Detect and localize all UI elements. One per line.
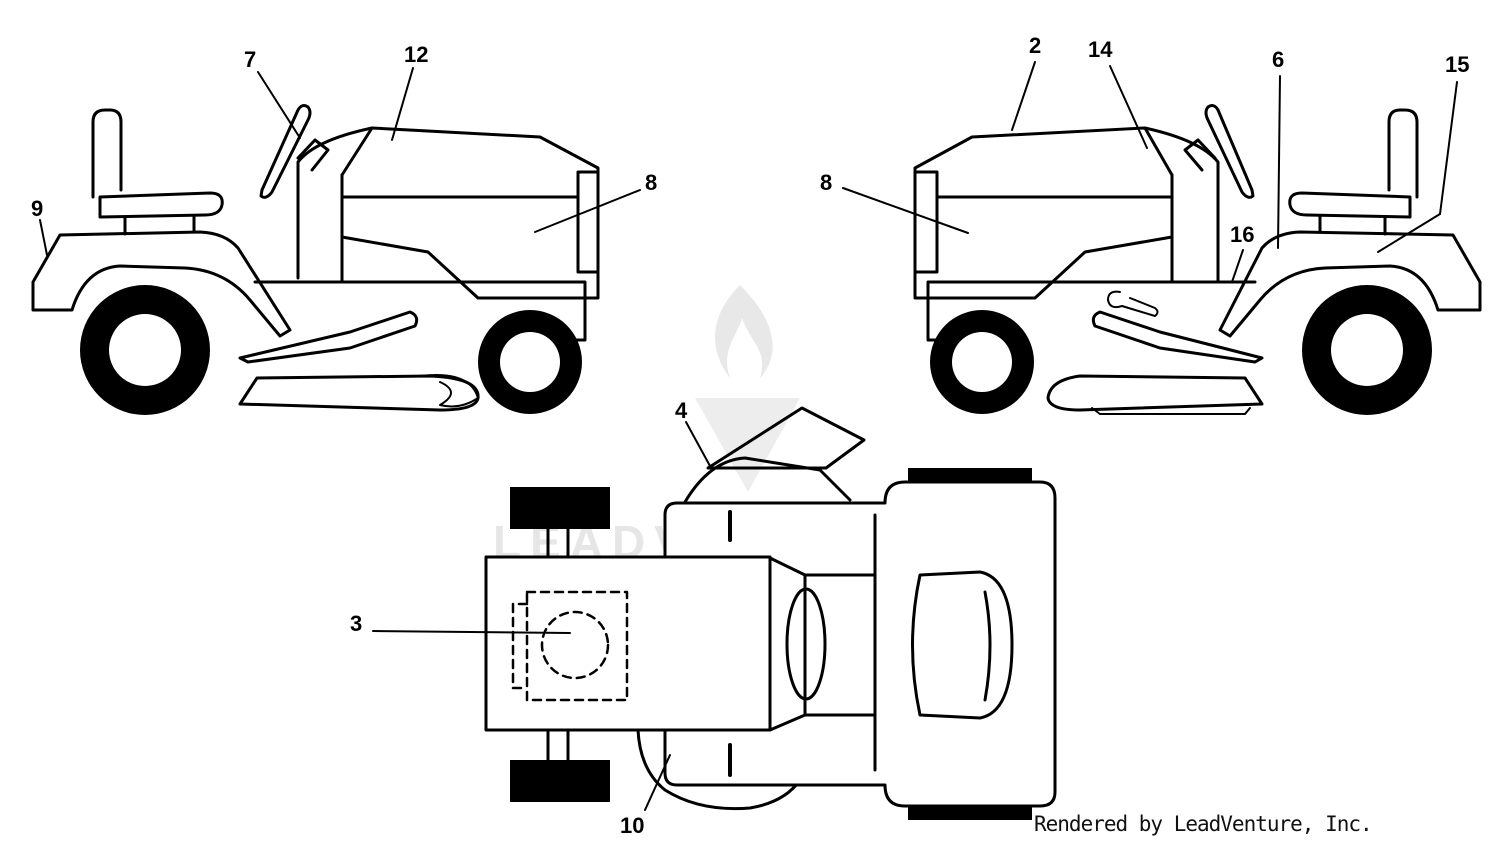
leader-12 — [391, 67, 414, 141]
front-wheel — [930, 310, 1034, 414]
callout-2: 2 — [1029, 33, 1041, 58]
label-outline-dashed — [525, 590, 629, 702]
seat-back-top — [983, 590, 992, 702]
seat-cushion — [98, 191, 224, 219]
flame-icon — [715, 285, 773, 378]
leader-10 — [644, 754, 671, 811]
leader-16 — [1231, 249, 1244, 283]
callout-12: 12 — [404, 42, 428, 67]
wheel-bottom-left — [510, 760, 610, 802]
wheel-top-right — [908, 468, 1032, 482]
front-wheel — [478, 310, 582, 414]
leader-3 — [372, 630, 571, 634]
leader-14 — [1109, 65, 1148, 149]
dash — [296, 126, 374, 280]
callout-6: 6 — [1272, 47, 1284, 72]
left-side-view — [31, 67, 641, 415]
callout-9: 9 — [31, 196, 43, 221]
callout-8-right: 8 — [820, 170, 832, 195]
steering-wheel — [259, 104, 312, 199]
mower-deck — [1046, 374, 1264, 412]
callout-8-left: 8 — [645, 170, 657, 195]
leader-8-right — [842, 187, 969, 234]
seat-top — [911, 570, 1014, 720]
discharge-chute — [706, 406, 866, 470]
leader-15-end — [1377, 213, 1441, 253]
callout-4: 4 — [675, 398, 688, 423]
v-logo-icon — [695, 398, 800, 492]
leader-8-left — [534, 189, 641, 233]
deck-bottom — [636, 728, 802, 811]
steering-wheel — [1204, 104, 1255, 199]
callout-14: 14 — [1088, 37, 1113, 62]
footrest — [238, 310, 419, 364]
deck-outline — [683, 456, 852, 504]
seat-back — [91, 108, 123, 199]
seat-back — [1387, 108, 1419, 199]
callouts: 7 12 8 9 2 14 6 15 16 8 3 4 10 — [31, 33, 1469, 838]
grille — [913, 170, 939, 274]
deck-skid — [1091, 407, 1251, 415]
wheel-bottom-right — [908, 806, 1032, 820]
leader-7 — [257, 71, 301, 139]
lift-lever — [1107, 290, 1159, 317]
hood — [340, 126, 600, 300]
rear-wheel — [80, 285, 210, 415]
deck-chute — [419, 374, 479, 408]
callout-7: 7 — [244, 47, 256, 72]
hood-top — [484, 555, 772, 732]
callout-3: 3 — [350, 611, 362, 636]
callout-16: 16 — [1230, 222, 1254, 247]
wheel-top-left — [510, 487, 610, 529]
rear-wheel — [1302, 285, 1432, 415]
right-side-view — [842, 61, 1482, 415]
rear-fender — [31, 230, 292, 338]
top-view — [372, 406, 1057, 820]
leader-9 — [39, 219, 48, 256]
label-outline-dashed — [511, 602, 529, 690]
callout-15: 15 — [1445, 52, 1469, 77]
leader-2 — [1011, 61, 1036, 131]
leader-6 — [1277, 75, 1281, 249]
leader-15 — [1439, 81, 1458, 215]
credit-text: Rendered by LeadVenture, Inc. — [1034, 812, 1373, 836]
steering-column — [1183, 138, 1217, 172]
leader-4 — [685, 421, 711, 467]
seat-cushion — [1288, 191, 1412, 219]
hood — [913, 126, 1174, 300]
steering-column — [296, 138, 330, 172]
callout-10: 10 — [620, 813, 644, 838]
footrest — [1091, 310, 1264, 364]
steering-wheel-top — [785, 587, 827, 701]
grille — [576, 170, 600, 274]
fuel-cap-dashed — [540, 610, 610, 680]
rear-fender — [1218, 230, 1482, 338]
